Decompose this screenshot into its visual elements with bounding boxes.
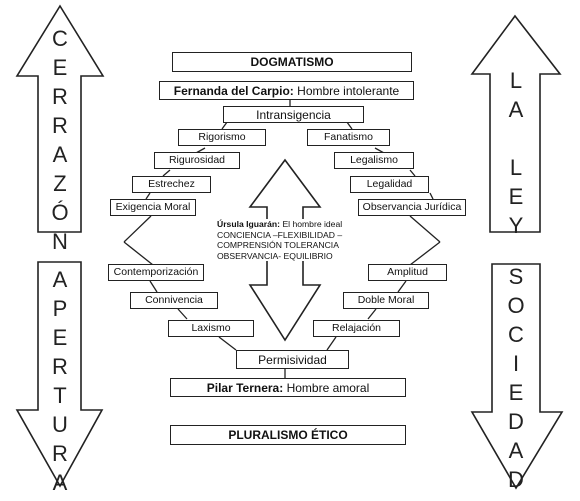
ursula-text-block: Úrsula Iguarán: El hombre ideal CONCIENC…	[217, 219, 359, 262]
intransigencia-box: Intransigencia	[223, 106, 364, 123]
side-letter: R	[52, 441, 68, 466]
side-letter: D	[508, 409, 524, 434]
node-connivencia: Connivencia	[130, 292, 218, 309]
side-letter: C	[52, 26, 68, 51]
node-contemporizacion: Contemporización	[108, 264, 204, 281]
node-fanatismo: Fanatismo	[307, 129, 390, 146]
side-letter: E	[52, 55, 68, 80]
node-doble-moral: Doble Moral	[343, 292, 429, 309]
node-exigencia-moral: Exigencia Moral	[110, 199, 196, 216]
node-rigurosidad: Rigurosidad	[154, 152, 240, 169]
node-rigorismo: Rigorismo	[178, 129, 266, 146]
arrow-apertura	[15, 261, 104, 488]
side-letter: E	[508, 380, 524, 405]
dogmatismo-box: DOGMATISMO	[172, 52, 412, 72]
side-letter	[513, 124, 519, 153]
fernanda-box: Fernanda del Carpio: Hombre intolerante	[159, 81, 414, 100]
side-letter: Ó	[51, 200, 69, 225]
node-observancia-juridica: Observancia Jurídica	[358, 199, 466, 216]
arrow-la-ley	[470, 14, 562, 233]
side-letter: L	[509, 155, 523, 180]
side-letter: C	[508, 322, 524, 347]
pilar-box: Pilar Ternera: Hombre amoral	[170, 378, 406, 397]
ursula-name: Úrsula Iguarán:	[217, 219, 281, 229]
side-letter: Z	[53, 171, 67, 196]
node-relajacion: Relajación	[313, 320, 400, 337]
side-letter: E	[508, 184, 524, 209]
side-letter: N	[52, 229, 68, 254]
ursula-line-2: COMPRENSIÓN TOLERANCIA	[217, 240, 339, 251]
ursula-line-1: CONCIENCIA –FLEXIBILIDAD –	[217, 229, 343, 240]
side-letter: A	[52, 142, 68, 167]
arrow-cerrazon	[15, 4, 105, 233]
side-letter: U	[52, 412, 68, 437]
side-letter: I	[512, 351, 520, 376]
node-legalidad: Legalidad	[350, 176, 429, 193]
side-letter: A	[508, 438, 524, 463]
ursula-line-3: OBSERVANCIA- EQUILIBRIO	[217, 250, 333, 261]
side-letter: Y	[508, 213, 524, 238]
center-double-arrow	[248, 158, 322, 342]
arrow-sociedad	[470, 263, 564, 490]
side-letter: R	[52, 84, 68, 109]
node-amplitud: Amplitud	[368, 264, 447, 281]
side-letter: E	[52, 325, 68, 350]
ursula-desc: El hombre ideal	[282, 219, 343, 229]
pilar-desc: Hombre amoral	[286, 380, 370, 395]
node-legalismo: Legalismo	[334, 152, 414, 169]
fernanda-desc: Hombre intolerante	[297, 83, 400, 98]
side-letter: A	[508, 97, 524, 122]
pilar-name: Pilar Ternera:	[206, 380, 284, 395]
side-letter: A	[52, 470, 68, 495]
side-letter: D	[508, 467, 524, 492]
side-letter: S	[508, 264, 524, 289]
pluralismo-box: PLURALISMO ÉTICO	[170, 425, 406, 445]
side-letter: A	[52, 267, 68, 292]
permisividad-box: Permisividad	[236, 350, 349, 369]
node-laxismo: Laxismo	[168, 320, 254, 337]
side-letter: R	[52, 113, 68, 138]
side-letter: T	[53, 383, 67, 408]
side-letter: L	[509, 68, 523, 93]
side-letter: P	[52, 296, 68, 321]
node-estrechez: Estrechez	[132, 176, 211, 193]
ursula-title-line: Úrsula Iguarán: El hombre ideal	[217, 219, 359, 230]
side-letter: O	[507, 293, 525, 318]
fernanda-name: Fernanda del Carpio:	[173, 83, 294, 98]
side-letter: R	[52, 354, 68, 379]
